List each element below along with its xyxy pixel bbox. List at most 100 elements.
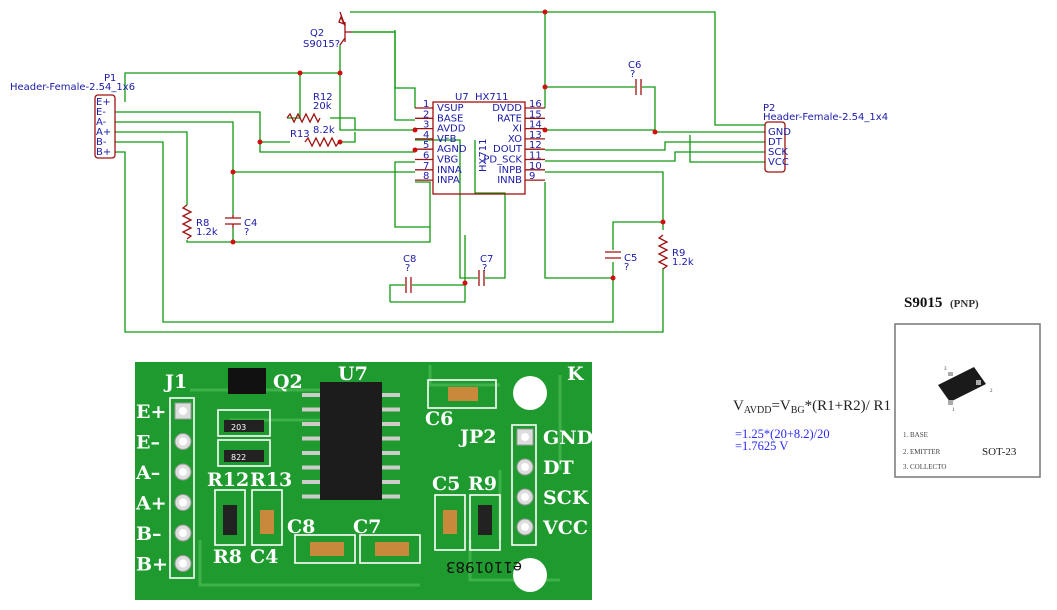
pin-number: 9 <box>529 171 535 182</box>
svg-text:?: ? <box>630 69 635 80</box>
header-p2: P2 Header-Female-2.54_1x4 GND DT SCK VCC <box>763 103 888 173</box>
svg-text:P1: P1 <box>104 73 116 84</box>
pin-number: 10 <box>529 161 542 172</box>
resistor-r13: 8.2k R13 <box>290 125 340 148</box>
svg-text:1.2k: 1.2k <box>196 227 218 238</box>
pin-number: 13 <box>529 130 542 141</box>
svg-text:GND: GND <box>768 127 791 138</box>
svg-text:C4: C4 <box>244 218 257 229</box>
svg-text:C6: C6 <box>425 408 453 430</box>
svg-text:JP2: JP2 <box>458 426 497 448</box>
pad-hole <box>179 437 187 446</box>
svg-text:?: ? <box>482 263 487 274</box>
pin-number: 7 <box>423 161 429 172</box>
chip-lead <box>382 436 400 441</box>
svg-text:3. COLLECTO: 3. COLLECTO <box>903 463 946 471</box>
svg-text:B-: B- <box>96 137 107 148</box>
svg-text:C7: C7 <box>480 254 493 265</box>
pin-name: VFB <box>437 134 457 145</box>
s9015-datasheet: S9015 (PNP) 1 2 3 1. BASE 2. EMITTER 3. … <box>894 295 1041 478</box>
svg-text:E+: E+ <box>96 97 111 108</box>
svg-text:(PNP): (PNP) <box>950 298 979 310</box>
pin-number: 8 <box>423 171 429 182</box>
pin-number: 3 <box>423 120 429 131</box>
svg-text:e1101983: e1101983 <box>446 558 522 576</box>
svg-text:822: 822 <box>231 453 246 462</box>
svg-text:R13: R13 <box>250 469 292 491</box>
svg-text:U7: U7 <box>455 92 469 103</box>
pin-number: 5 <box>423 140 429 151</box>
svg-text:A+: A+ <box>96 127 111 138</box>
svg-text:3: 3 <box>944 367 947 372</box>
svg-text:20k: 20k <box>313 101 332 112</box>
pcb-pin-label: B+ <box>136 554 168 576</box>
pcb-photo: 203 822 J1 Q2 U7 C6 JP2 R12 R13 R8 C4 C8… <box>135 362 593 600</box>
pin-name: VSUP <box>437 103 464 114</box>
pcb-pin-label: SCK <box>543 487 590 509</box>
svg-text:R8: R8 <box>196 218 209 229</box>
chip-lead <box>382 451 400 455</box>
svg-text:K: K <box>567 363 585 385</box>
pin-name: VBG <box>437 155 458 166</box>
pad-hole <box>179 407 187 415</box>
chip-lead <box>302 393 320 397</box>
chip-lead <box>302 451 320 455</box>
svg-text:1: 1 <box>952 408 955 413</box>
svg-text:P2: P2 <box>763 103 775 114</box>
pin-name: INPA <box>437 175 460 186</box>
svg-text:R8: R8 <box>213 546 242 568</box>
svg-text:S9015?: S9015? <box>303 39 340 50</box>
pin-number: 11 <box>529 151 542 162</box>
svg-text:1. BASE: 1. BASE <box>903 431 928 439</box>
pcb-pin-label: E– <box>136 432 160 454</box>
svg-text:8.2k: 8.2k <box>313 125 335 136</box>
svg-text:Header-Female-2.54_1x4: Header-Female-2.54_1x4 <box>763 112 888 123</box>
pin-number: 15 <box>529 109 542 120</box>
svg-text:B+: B+ <box>96 147 111 158</box>
pin-name: DOUT <box>493 144 523 155</box>
svg-text:R9: R9 <box>672 248 685 259</box>
capacitor-c7: C7 ? <box>478 254 493 286</box>
svg-text:C7: C7 <box>353 516 381 538</box>
pcb-pin-label: A+ <box>135 493 167 515</box>
svg-text:C8: C8 <box>403 254 416 265</box>
svg-text:HX711: HX711 <box>478 139 489 172</box>
avdd-formula: VAVDD=VBG*(R1+R2)/ R1 =1.25*(20+8.2)/20 … <box>733 398 891 453</box>
pin-name: INPB <box>499 165 522 176</box>
pad-hole <box>521 523 529 531</box>
chip-lead <box>382 494 400 499</box>
chip-lead <box>302 422 320 426</box>
svg-text:DT: DT <box>768 137 783 148</box>
svg-text:S9015: S9015 <box>904 295 942 311</box>
capacitor-c8: C8 ? <box>403 254 416 293</box>
pin-number: 14 <box>529 120 542 131</box>
svg-text:R13: R13 <box>290 129 310 140</box>
pin-number: 4 <box>423 130 429 141</box>
chip-lead <box>382 393 400 397</box>
svg-text:2: 2 <box>990 389 993 394</box>
svg-text:SOT-23: SOT-23 <box>982 446 1017 458</box>
capacitor-c6: C6 ? <box>628 60 642 95</box>
chip-lead <box>382 407 400 412</box>
capacitor-c4: C4 ? <box>225 215 257 238</box>
transistor-q2: Q2 S9015? <box>303 11 352 50</box>
pin-number: 12 <box>529 140 542 151</box>
svg-text:VCC: VCC <box>768 157 789 168</box>
resistor-r9: R9 1.2k <box>657 234 694 270</box>
pad-hole <box>521 463 529 471</box>
chip-lead <box>302 436 320 441</box>
svg-text:C5: C5 <box>624 253 637 264</box>
wires <box>115 11 765 333</box>
pin-name: RATE <box>497 113 522 124</box>
svg-text:Q2: Q2 <box>310 28 324 39</box>
chip-lead <box>302 494 320 499</box>
chip-lead <box>302 407 320 412</box>
pcb-pin-label: B– <box>136 523 162 545</box>
pin-number: 16 <box>529 99 542 110</box>
svg-text:J1: J1 <box>163 371 187 393</box>
svg-text:VAVDD=VBG*(R1+R2)/ R1: VAVDD=VBG*(R1+R2)/ R1 <box>733 398 891 416</box>
svg-text:C4: C4 <box>250 546 278 568</box>
pin-name: DVDD <box>492 103 522 114</box>
svg-text:C6: C6 <box>628 60 641 71</box>
resistor-r12: R12 20k <box>286 92 333 124</box>
